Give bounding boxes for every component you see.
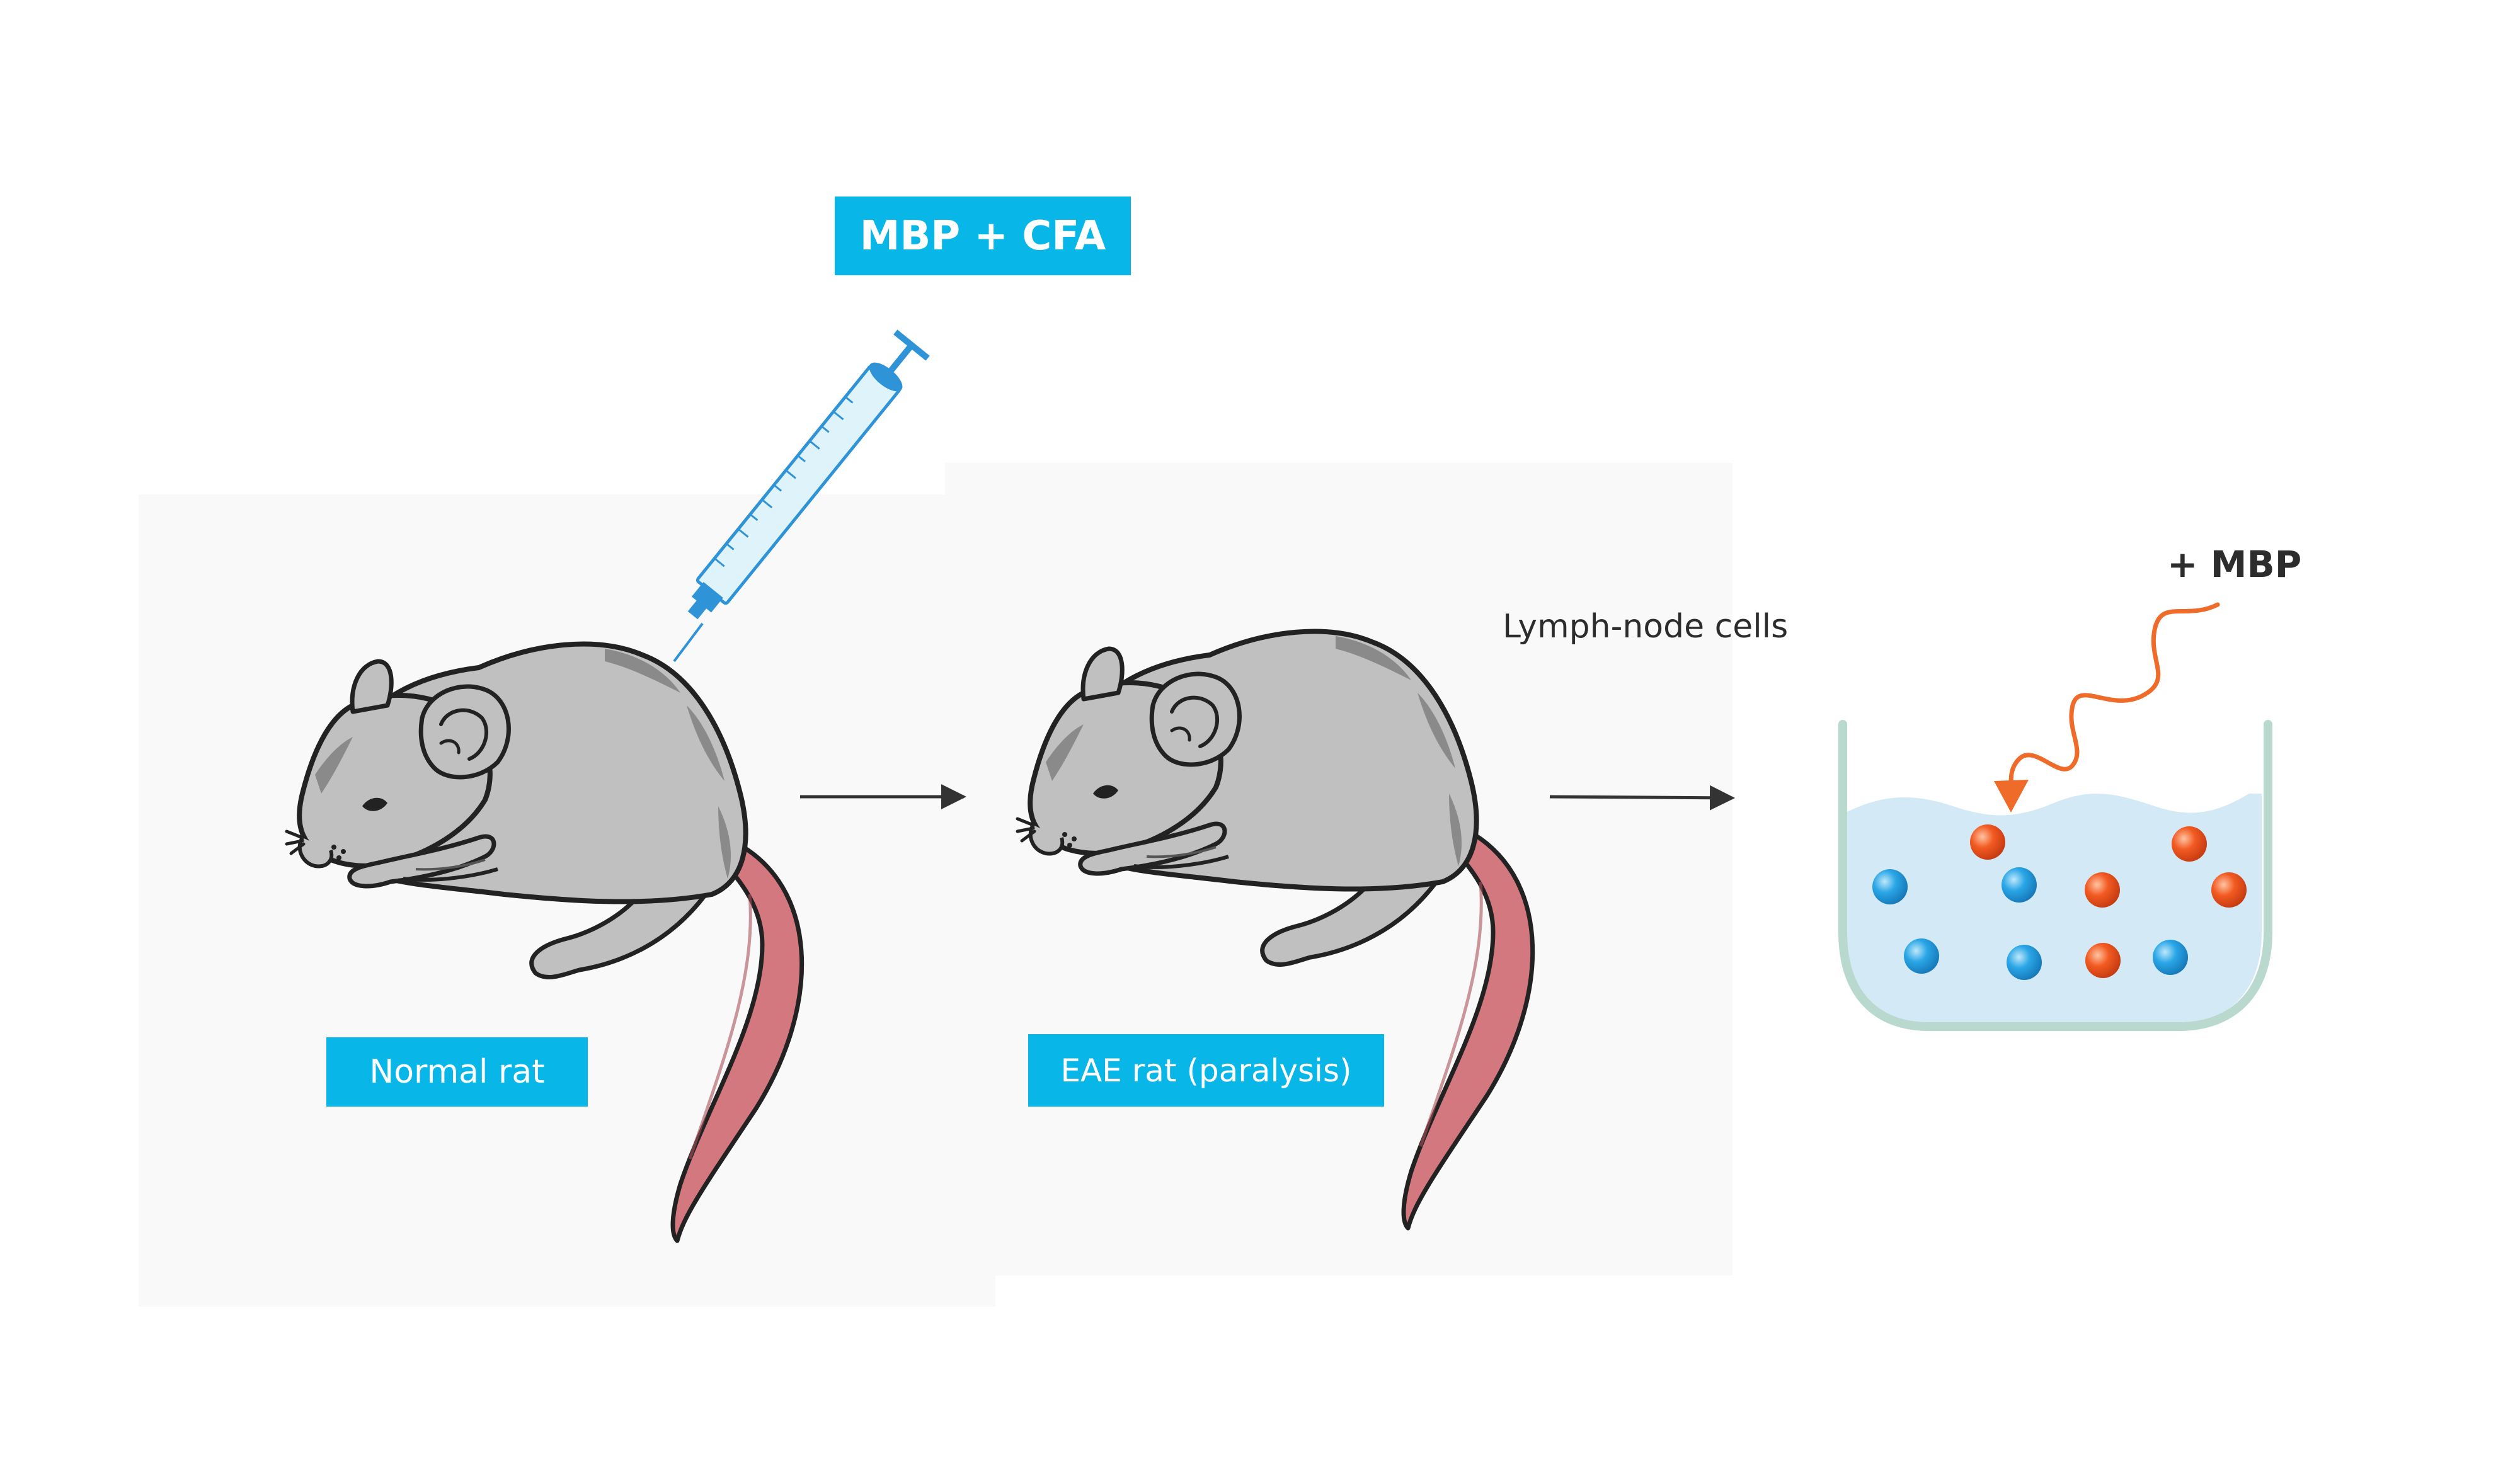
- eae-rat-label: EAE rat (paralysis): [1028, 1034, 1384, 1107]
- syringe-icon: [673, 329, 930, 663]
- add-mbp-label: + MBP: [2167, 543, 2302, 586]
- normal-rat-label: Normal rat: [326, 1037, 588, 1107]
- culture-dish-icon: [1838, 720, 2272, 1031]
- blue-cells: [1872, 867, 2188, 980]
- lymph-node-label: Lymph-node cells: [1503, 608, 1789, 646]
- arrow-to-culture: [1549, 785, 1735, 811]
- signal-arrow-icon: [1994, 602, 2220, 812]
- injection-label: MBP + CFA: [835, 197, 1131, 275]
- orange-cells: [1970, 824, 2247, 978]
